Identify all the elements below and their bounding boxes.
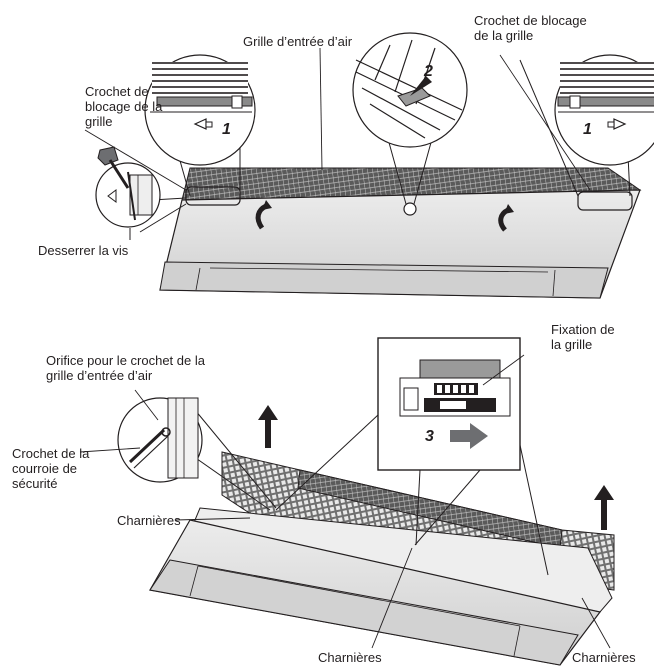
top-unit (159, 167, 642, 299)
label-line: sécurité (12, 476, 58, 491)
callout-fixation (275, 337, 549, 576)
label-crochet-courroie: Crochet de la courroie de sécurité (12, 446, 89, 491)
step-1-right: 1 (583, 121, 592, 138)
callout-middle-release (352, 32, 468, 205)
label-charnieres-right: Charnières (572, 650, 636, 665)
step-2: 2 (423, 63, 433, 80)
label-line: blocage de la (85, 99, 163, 114)
step-3: 3 (425, 428, 434, 445)
label-grille-entree-air: Grille d’entrée d’air (243, 34, 353, 49)
label-charnieres-bottom: Charnières (318, 650, 382, 665)
step-1-left: 1 (222, 121, 231, 138)
label-line: grille (85, 114, 113, 129)
callout-left-lock (144, 54, 256, 197)
callout-right-lock (519, 54, 654, 197)
label-line: la grille (551, 337, 593, 352)
label-line: de la grille (474, 28, 534, 43)
label-crochet-blocage-right: Crochet de blocage de la grille (474, 13, 587, 43)
label-line: Crochet de (85, 84, 149, 99)
label-crochet-blocage-left: Crochet de blocage de la grille (85, 84, 162, 129)
label-desserrer-vis: Desserrer la vis (38, 243, 129, 258)
label-orifice: Orifice pour le crochet de la grille d’e… (46, 353, 205, 383)
callout-screw (95, 146, 187, 240)
label-line: Crochet de la (12, 446, 90, 461)
label-line: grille d’entrée d’air (46, 368, 153, 383)
bottom-unit (149, 405, 615, 666)
label-line: Fixation de (551, 322, 615, 337)
label-fixation: Fixation de la grille (551, 322, 615, 352)
callout-safety-hook (117, 397, 277, 511)
label-charnieres-left: Charnières (117, 513, 181, 528)
label-line: Orifice pour le crochet de la (46, 353, 205, 368)
label-line: courroie de (12, 461, 78, 476)
label-line: Crochet de blocage (474, 13, 587, 28)
